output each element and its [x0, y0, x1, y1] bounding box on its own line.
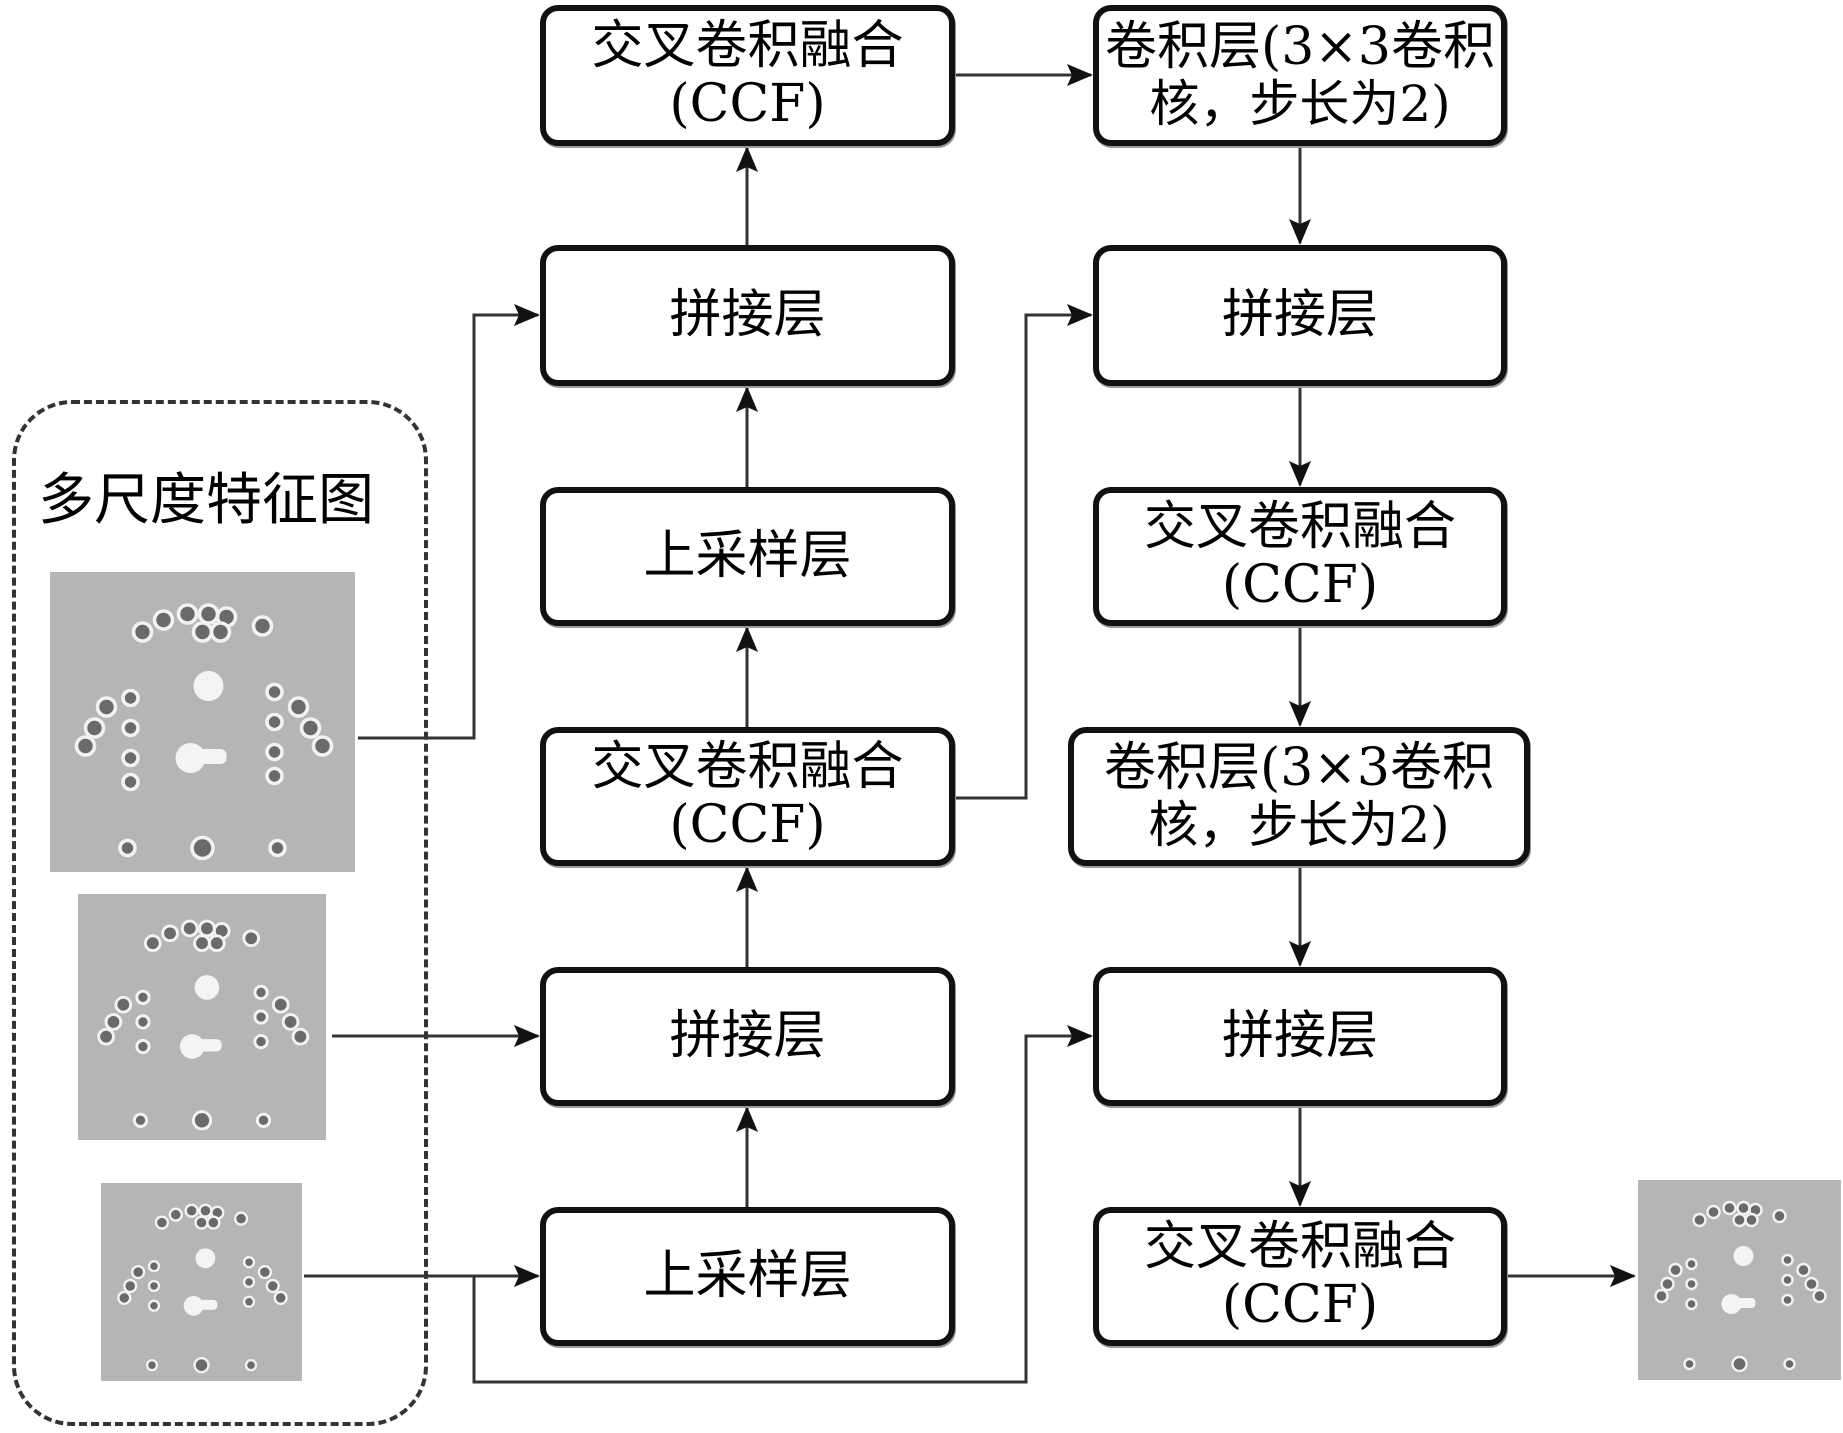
box-label-line1: 卷积层(3×3卷积: [1104, 17, 1496, 78]
ccf-box-top: 交叉卷积融合 (CCF): [540, 5, 955, 146]
conv-box-lower: 卷积层(3×3卷积 核，步长为2): [1068, 727, 1530, 866]
feature-map-large: [50, 572, 355, 872]
concat-box-upper: 拼接层: [540, 245, 955, 386]
feature-map-large-graphic: [52, 572, 353, 872]
box-label-line1: 交叉卷积融合: [591, 737, 904, 798]
box-label: 拼接层: [669, 284, 826, 345]
concat-box-right-upper: 拼接层: [1093, 245, 1507, 386]
box-label-line2: 核，步长为2): [1148, 795, 1450, 854]
arrow-large-map-to-m2: [358, 304, 540, 740]
arrow-small-map-to-r5: [472, 1025, 1093, 1384]
output-feature-map-graphic: [1639, 1180, 1840, 1380]
multiscale-feature-group: [12, 400, 428, 1426]
box-label-line1: 交叉卷积融合: [591, 16, 904, 77]
box-label-line1: 交叉卷积融合: [1143, 497, 1456, 558]
ccf-box-right-middle: 交叉卷积融合 (CCF): [1093, 487, 1507, 626]
arrow-m4-to-r2: [955, 304, 1093, 800]
concat-box-right-lower: 拼接层: [1093, 967, 1507, 1106]
box-label-line2: 核，步长为2): [1149, 74, 1451, 133]
group-title: 多尺度特征图: [38, 468, 374, 533]
box-label-line2: (CCF): [669, 794, 826, 855]
box-label: 拼接层: [1221, 1005, 1378, 1066]
output-feature-map: [1638, 1180, 1841, 1380]
ccf-box-right-bottom: 交叉卷积融合 (CCF): [1093, 1207, 1507, 1346]
conv-box-top: 卷积层(3×3卷积 核，步长为2): [1093, 5, 1507, 146]
concat-box-lower: 拼接层: [540, 967, 955, 1106]
box-label: 拼接层: [1221, 284, 1378, 345]
upsample-box-lower: 上采样层: [540, 1207, 955, 1346]
ccf-box-middle: 交叉卷积融合 (CCF): [540, 727, 955, 866]
box-label-line2: (CCF): [669, 73, 826, 134]
box-label-line2: (CCF): [1221, 554, 1379, 615]
feature-map-small: [101, 1183, 302, 1381]
box-label: 拼接层: [669, 1005, 826, 1066]
feature-map-medium-graphic: [79, 894, 325, 1140]
box-label: 上采样层: [643, 525, 852, 586]
box-label-line1: 交叉卷积融合: [1143, 1217, 1456, 1278]
feature-map-medium: [78, 894, 326, 1140]
box-label: 上采样层: [643, 1245, 852, 1306]
box-label-line2: (CCF): [1221, 1274, 1379, 1335]
upsample-box-upper: 上采样层: [540, 487, 955, 626]
box-label-line1: 卷积层(3×3卷积: [1103, 738, 1495, 799]
feature-map-small-graphic: [102, 1183, 301, 1381]
